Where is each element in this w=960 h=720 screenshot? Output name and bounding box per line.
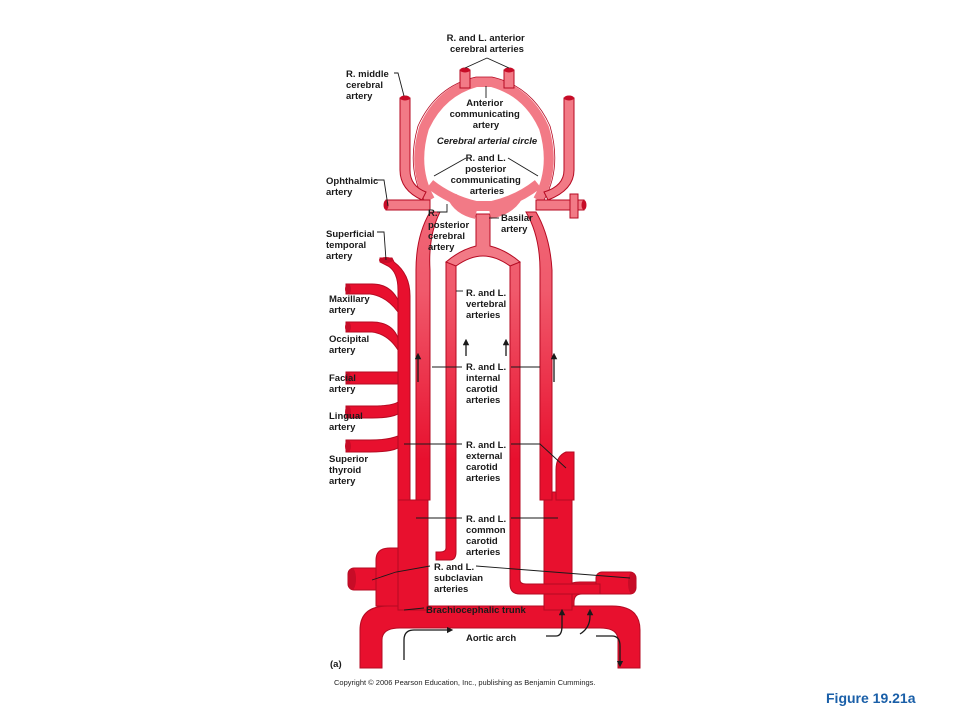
label-panel: (a): [330, 659, 342, 670]
label-anterior-communicating: Anterior communicating artery: [450, 98, 523, 131]
label-anterior-cerebral: R. and L. anterior cerebral arteries: [447, 33, 528, 55]
label-external-carotid: R. and L. external carotid arteries: [466, 440, 509, 484]
label-cerebral-circle: Cerebral arterial circle: [437, 136, 538, 147]
label-superior-thyroid: Superior thyroid artery: [329, 454, 371, 487]
right-subclavian-cut: [348, 568, 356, 590]
label-maxillary: Maxillary artery: [329, 294, 372, 316]
left-ophthalmic-stub: [569, 193, 579, 219]
basilar-artery: [445, 213, 521, 267]
flow-arrows: [403, 338, 624, 668]
right-anterior-cerebral: [459, 69, 471, 89]
left-internal-carotid: [525, 211, 553, 501]
leader-lines: [371, 57, 631, 611]
circle-outline: [412, 76, 556, 201]
figure-caption: Figure 19.21a: [826, 690, 916, 706]
label-brachiocephalic: Brachiocephalic trunk: [426, 605, 526, 616]
label-lingual: Lingual artery: [329, 411, 365, 433]
labels: R. and L. anterior cerebral arteries R. …: [326, 33, 538, 670]
right-internal-carotid: [415, 211, 441, 501]
label-internal-carotid: R. and L. internal carotid arteries: [466, 362, 509, 406]
external-carotid-branches: [345, 283, 399, 453]
label-vertebral: R. and L. vertebral arteries: [466, 288, 509, 321]
copyright-notice: Copyright © 2006 Pearson Education, Inc.…: [334, 678, 596, 687]
right-middle-cerebral: [399, 97, 427, 201]
label-facial: Facial artery: [329, 373, 359, 395]
left-subclavian-cut: [628, 572, 636, 594]
right-ophthalmic: [385, 199, 431, 211]
left-anterior-cerebral: [503, 69, 515, 89]
label-ophthalmic: Ophthalmic artery: [326, 176, 381, 198]
cerebral-arterial-circle: [414, 77, 554, 219]
left-external-carotid: [555, 451, 575, 501]
label-posterior-cerebral: R. posterior cerebral artery: [428, 208, 472, 253]
brachiocephalic-trunk: [397, 499, 429, 611]
label-common-carotid: R. and L. common carotid arteries: [466, 514, 509, 558]
label-aortic-arch: Aortic arch: [466, 633, 516, 644]
label-occipital: Occipital artery: [329, 334, 372, 356]
left-vertebral-artery: [509, 261, 601, 595]
right-vertebral-artery: [435, 261, 457, 561]
aortic-arch-vessel: [359, 605, 641, 669]
branch-cut-ends: [345, 257, 393, 452]
arterial-tree: [345, 67, 641, 669]
label-basilar: Basilar artery: [501, 213, 535, 235]
label-subclavian: R. and L. subclavian arteries: [434, 562, 486, 595]
label-posterior-communicating: R. and L. posterior communicating arteri…: [451, 153, 524, 197]
label-middle-cerebral: R. middle cerebral artery: [346, 69, 391, 102]
label-superficial-temporal: Superficial temporal artery: [326, 229, 377, 262]
